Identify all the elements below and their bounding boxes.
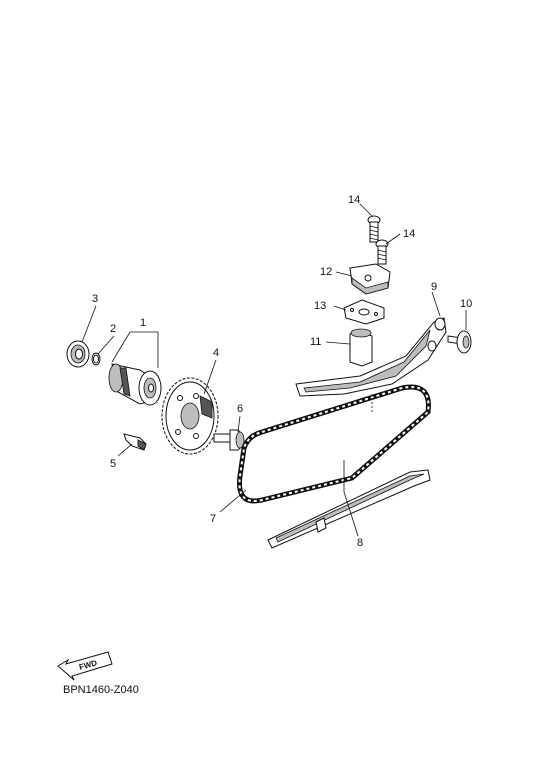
callout-8: 8 bbox=[357, 537, 363, 549]
callout-13: 13 bbox=[314, 300, 326, 312]
callout-9: 9 bbox=[431, 281, 437, 293]
callout-14-lower: 14 bbox=[403, 228, 415, 240]
cam-sprocket-part bbox=[161, 377, 219, 455]
bracket-part bbox=[349, 263, 391, 295]
tensioner-arm-part bbox=[295, 317, 447, 397]
fwd-arrow-icon: FWD bbox=[57, 651, 113, 681]
bearing-part bbox=[66, 340, 90, 368]
callout-2: 2 bbox=[110, 323, 116, 335]
circlip-part bbox=[91, 352, 101, 366]
part-code: BPN1460-Z040 bbox=[63, 684, 139, 696]
callout-labels: 1 2 3 4 5 6 7 8 9 10 11 12 13 14 14 bbox=[92, 194, 472, 549]
callout-7: 7 bbox=[210, 513, 216, 525]
tensioner-body-part bbox=[349, 328, 373, 367]
callout-11: 11 bbox=[310, 336, 321, 348]
callout-5: 5 bbox=[110, 458, 116, 470]
camshaft-part bbox=[108, 363, 162, 406]
bolt-part bbox=[213, 429, 245, 451]
callout-10: 10 bbox=[460, 298, 472, 310]
lower-bolt-part bbox=[375, 239, 389, 265]
callout-1: 1 bbox=[140, 317, 146, 329]
callout-12: 12 bbox=[320, 266, 332, 278]
upper-bolt-part bbox=[367, 215, 381, 243]
callout-4: 4 bbox=[213, 347, 219, 359]
callout-6: 6 bbox=[237, 403, 243, 415]
leader-lines bbox=[81, 203, 467, 537]
pin-part bbox=[123, 433, 147, 451]
pivot-bolt-part bbox=[447, 330, 472, 354]
callout-14-upper: 14 bbox=[348, 194, 360, 206]
gasket-part bbox=[343, 299, 385, 325]
cam-chain-part bbox=[236, 384, 431, 504]
callout-3: 3 bbox=[92, 293, 98, 305]
